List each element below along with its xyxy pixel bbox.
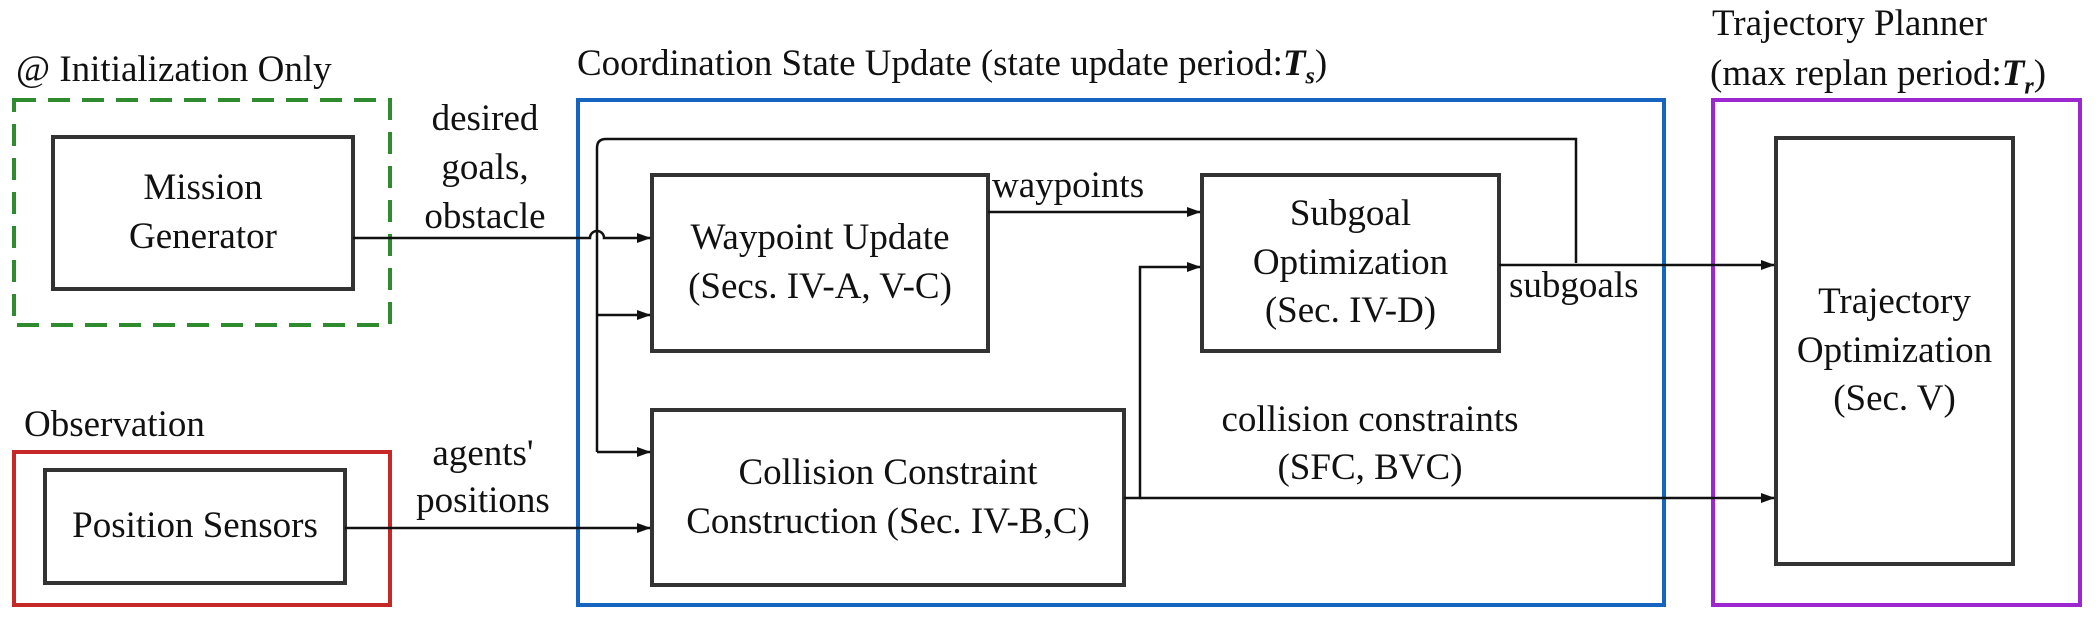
agents-positions-line1: agents' [432, 433, 534, 474]
agents-positions-label: agents' positions [398, 430, 568, 524]
planner-subtitle-suffix: ) [2033, 53, 2047, 94]
waypoint-update-line1: Waypoint Update [690, 217, 950, 259]
waypoint-update-label: Waypoint Update (Secs. IV-A, V-C) [652, 175, 988, 351]
subgoal-optimization-line3: (Sec. IV-D) [1264, 290, 1437, 332]
trajectory-optimization-line3: (Sec. V) [1833, 378, 1956, 420]
waypoint-update-block [650, 173, 990, 353]
desired-goals-line2: goals, [441, 147, 529, 188]
initialization-group-frame [12, 98, 392, 327]
agents-positions-line2: positions [416, 480, 550, 521]
state-period-symbol: T [1282, 43, 1306, 84]
subgoal-optimization-line1: Subgoal [1289, 192, 1412, 234]
trajectory-optimization-line2: Optimization [1796, 329, 1993, 371]
collision-constraint-line1: Collision Constraint [738, 451, 1038, 493]
collision-constraint-line2: Construction (Sec. IV-B,C) [686, 500, 1090, 542]
constraints-to-subgoal-connector [1124, 262, 1201, 500]
subgoals-label: subgoals [1509, 265, 1639, 306]
trajectory-optimization-line1: Trajectory [1818, 280, 1971, 322]
mission-generator-line2: Generator [129, 216, 277, 257]
planner-group-title: Trajectory Planner [1712, 3, 1988, 44]
coordination-title-text: Coordination State Update (state update … [577, 43, 1283, 84]
coordination-title-suffix: ) [1314, 43, 1328, 84]
mission-generator-block [51, 135, 355, 291]
trajectory-optimization-block [1774, 136, 2015, 566]
replan-period-subscript: r [2024, 73, 2034, 100]
desired-goals-line3: obstacle [424, 196, 546, 237]
coordination-group-title: Coordination State Update (state update … [577, 42, 1327, 91]
desired-goals-label: desired goals, obstacle [400, 94, 570, 241]
feedback-loop-line [595, 137, 1578, 452]
coordination-group-frame [576, 98, 1666, 607]
state-period-subscript: s [1305, 63, 1315, 90]
collision-constraints-line2: (SFC, BVC) [1277, 447, 1463, 488]
position-sensors-line1: Position Sensors [72, 505, 318, 547]
subgoal-optimization-block [1200, 173, 1501, 353]
planner-subtitle-text: (max replan period: [1710, 53, 2002, 94]
collision-constraints-line1: collision constraints [1221, 399, 1519, 440]
position-sensors-block [43, 468, 347, 585]
waypoint-update-line2: (Secs. IV-A, V-C) [688, 266, 952, 307]
waypoints-label: waypoints [992, 165, 1145, 206]
planner-group-frame [1711, 98, 2082, 607]
subgoal-optimization-line2: Optimization [1252, 241, 1449, 283]
position-sensors-label: Position Sensors [45, 470, 345, 583]
initialization-group-title: @ Initialization Only [16, 49, 332, 90]
desired-goals-line1: desired [431, 98, 539, 139]
replan-period-symbol: T [2001, 53, 2025, 94]
planner-group-subtitle: (max replan period:Tr) [1710, 52, 2046, 101]
mission-generator-line1: Mission [143, 167, 263, 209]
collision-constraints-label: collision constraints (SFC, BVC) [1170, 396, 1570, 492]
observation-group-title: Observation [24, 404, 205, 445]
